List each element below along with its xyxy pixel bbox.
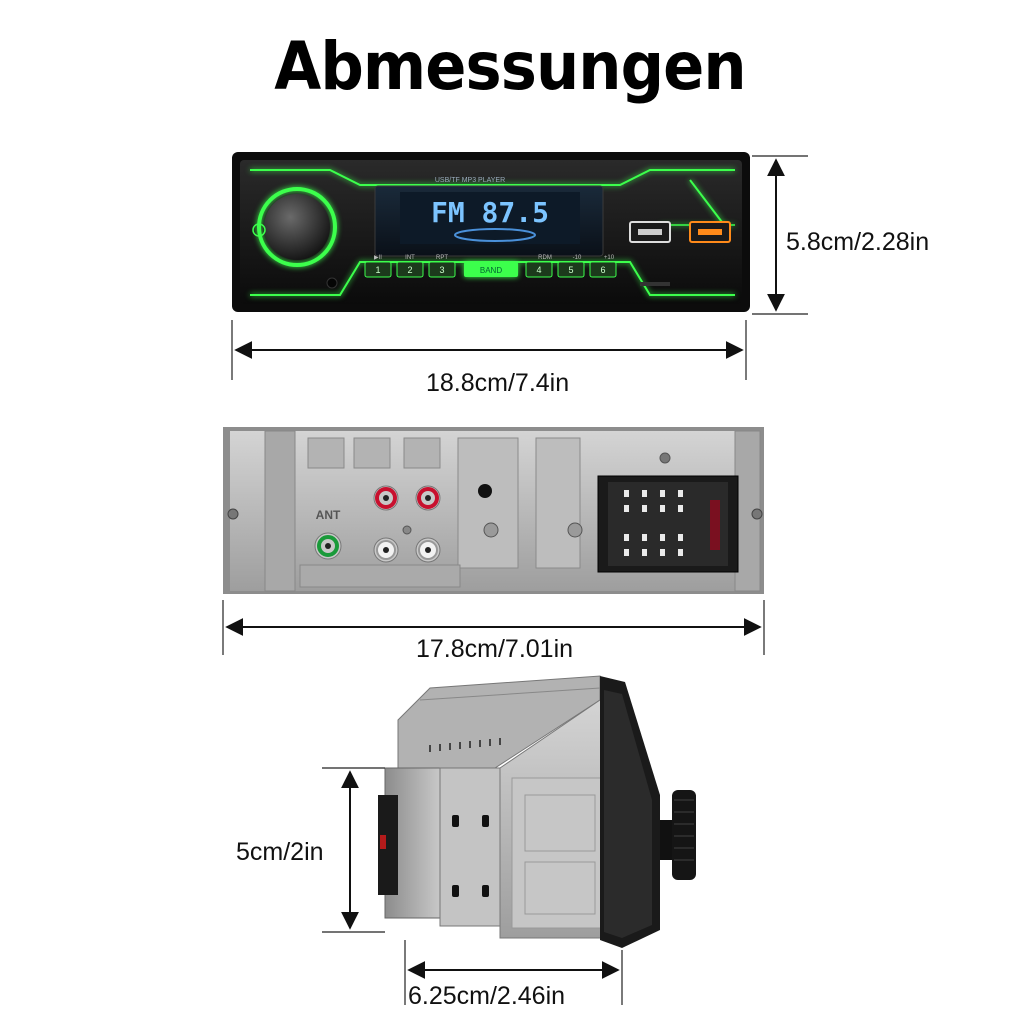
front-height-label: 5.8cm/2.28in [786,228,930,256]
rca-jack-red-right [415,485,441,511]
preset-label: 4 [536,265,541,275]
ant-label: ANT [316,508,341,522]
card-slot [640,282,670,286]
function-label: +10 [604,255,615,261]
function-label: RDM [538,255,552,261]
side-height-dimension [322,767,385,933]
power-icon [252,222,266,237]
usb-fast-charge-port-icon [689,221,731,243]
function-label: ▶II [374,255,382,261]
side-view-chassis [378,675,696,948]
usb-port-icon [629,221,671,243]
iso-connector [597,475,739,573]
preset-label: 6 [600,265,605,275]
preset-label: 5 [568,265,573,275]
side-depth-label: 6.25cm/2.46in [408,982,566,1010]
rear-width-dimension [222,600,765,655]
side-depth-dimension [404,940,623,1005]
aux-jack [326,277,338,289]
preset-label: 2 [407,265,412,275]
rca-jack-white-left [373,537,399,563]
antenna-jack [314,532,342,560]
rca-jack-red-left [373,485,399,511]
function-label: INT [405,255,415,261]
function-label: RPT [436,255,448,261]
preset-label: 3 [439,265,444,275]
band-button-label: BAND [480,266,502,275]
page-title: Abmessungen [274,28,746,105]
display-header: USB/TF MP3 PLAYER [435,177,505,184]
front-width-label: 18.8cm/7.4in [426,369,570,397]
preset-label: 1 [375,265,380,275]
radio-display-readout: FM 87.5 [431,196,549,229]
front-panel: USB/TF MP3 PLAYER FM 87.5 1 2 3 BAND 4 [232,152,750,312]
function-labels: ▶II INT RPT RDM -10 +10 [374,255,615,261]
preset-buttons: 1 2 3 BAND 4 5 6 [364,261,617,278]
side-height-label: 5cm/2in [236,838,324,866]
front-height-dimension [752,155,808,315]
rear-width-label: 17.8cm/7.01in [416,635,574,663]
function-label: -10 [573,255,582,261]
front-width-dimension [231,320,747,380]
side-knob [660,790,696,880]
rca-jack-white-right [415,537,441,563]
rear-panel: ANT [223,427,764,594]
